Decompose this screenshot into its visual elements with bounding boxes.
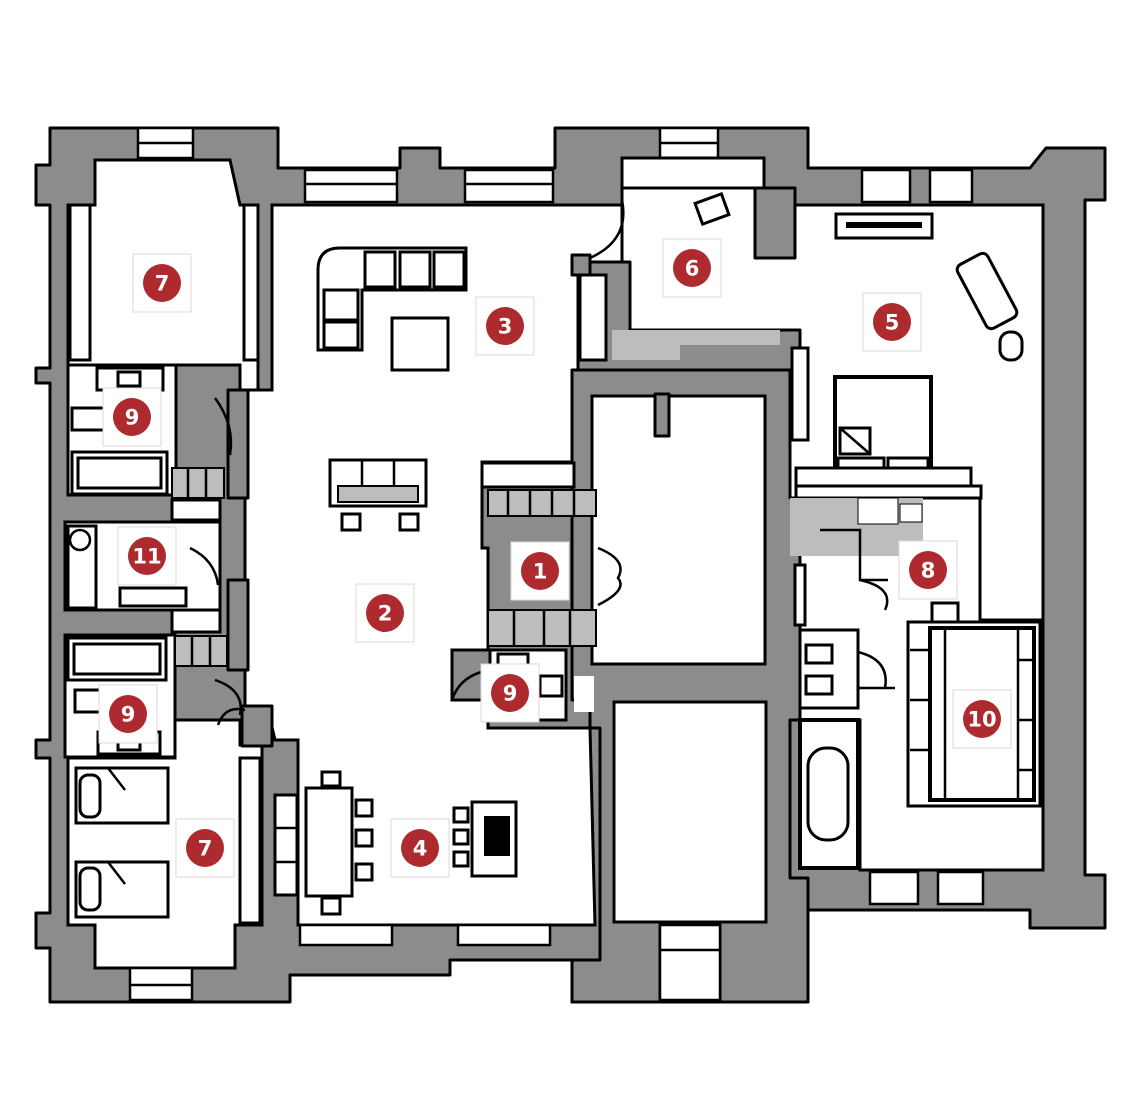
marker-circle [873, 303, 911, 341]
marker-label: 7 [155, 272, 170, 296]
marker-label: 7 [198, 837, 213, 861]
marker-label: 2 [378, 602, 393, 626]
room-marker-7a: 7 [132, 253, 192, 313]
room-markers: 1 2 3 4 5 6 7 7 8 9 9 9 10 11 [98, 238, 1012, 878]
room-marker-3: 3 [475, 296, 535, 356]
windows [128, 126, 985, 1002]
study-corner [589, 156, 766, 260]
dining-kitchen-furniture [273, 770, 518, 916]
marker-circle [963, 700, 1001, 738]
marker-circle [113, 398, 151, 436]
room-marker-9a: 9 [102, 387, 162, 447]
room-marker-11: 11 [117, 526, 177, 586]
master-bath [798, 628, 895, 870]
marker-circle [128, 537, 166, 575]
marker-circle [673, 249, 711, 287]
living-room-furniture [316, 246, 608, 372]
room-marker-10: 10 [952, 689, 1012, 749]
bedroom-northwest-furniture [68, 203, 260, 362]
room-marker-8: 8 [898, 540, 958, 600]
marker-label: 1 [533, 560, 548, 584]
marker-label: 3 [498, 315, 513, 339]
marker-label: 9 [503, 682, 518, 706]
room-marker-9c: 9 [480, 663, 540, 723]
room-marker-5: 5 [862, 292, 922, 352]
master-bedroom-furniture [790, 212, 1024, 556]
marker-label: 5 [885, 311, 900, 335]
marker-circle [909, 551, 947, 589]
room-marker-4: 4 [390, 818, 450, 878]
marker-circle [186, 829, 224, 867]
interior-walls [226, 186, 810, 1004]
room-marker-2: 2 [355, 583, 415, 643]
entrance-hall [480, 461, 622, 647]
marker-circle [109, 695, 147, 733]
marker-label: 10 [967, 708, 996, 732]
marker-circle [366, 594, 404, 632]
bedroom-southwest-furniture [74, 756, 262, 925]
marker-circle [491, 674, 529, 712]
marker-label: 9 [125, 406, 140, 430]
marker-label: 11 [132, 545, 161, 569]
room-marker-6: 6 [662, 238, 722, 298]
marker-label: 9 [121, 703, 136, 727]
room-marker-7b: 7 [175, 818, 235, 878]
marker-circle [143, 264, 181, 302]
marker-circle [401, 829, 439, 867]
marker-circle [486, 307, 524, 345]
room-marker-9b: 9 [98, 684, 158, 744]
marker-label: 4 [413, 837, 428, 861]
door-swings [189, 397, 246, 726]
marker-circle [521, 552, 559, 590]
corridor [793, 528, 960, 627]
marker-label: 8 [921, 559, 936, 583]
living-hall-furniture [328, 458, 428, 532]
bathroom-northwest [66, 363, 225, 499]
marker-label: 6 [685, 257, 700, 281]
room-marker-1: 1 [510, 541, 570, 601]
